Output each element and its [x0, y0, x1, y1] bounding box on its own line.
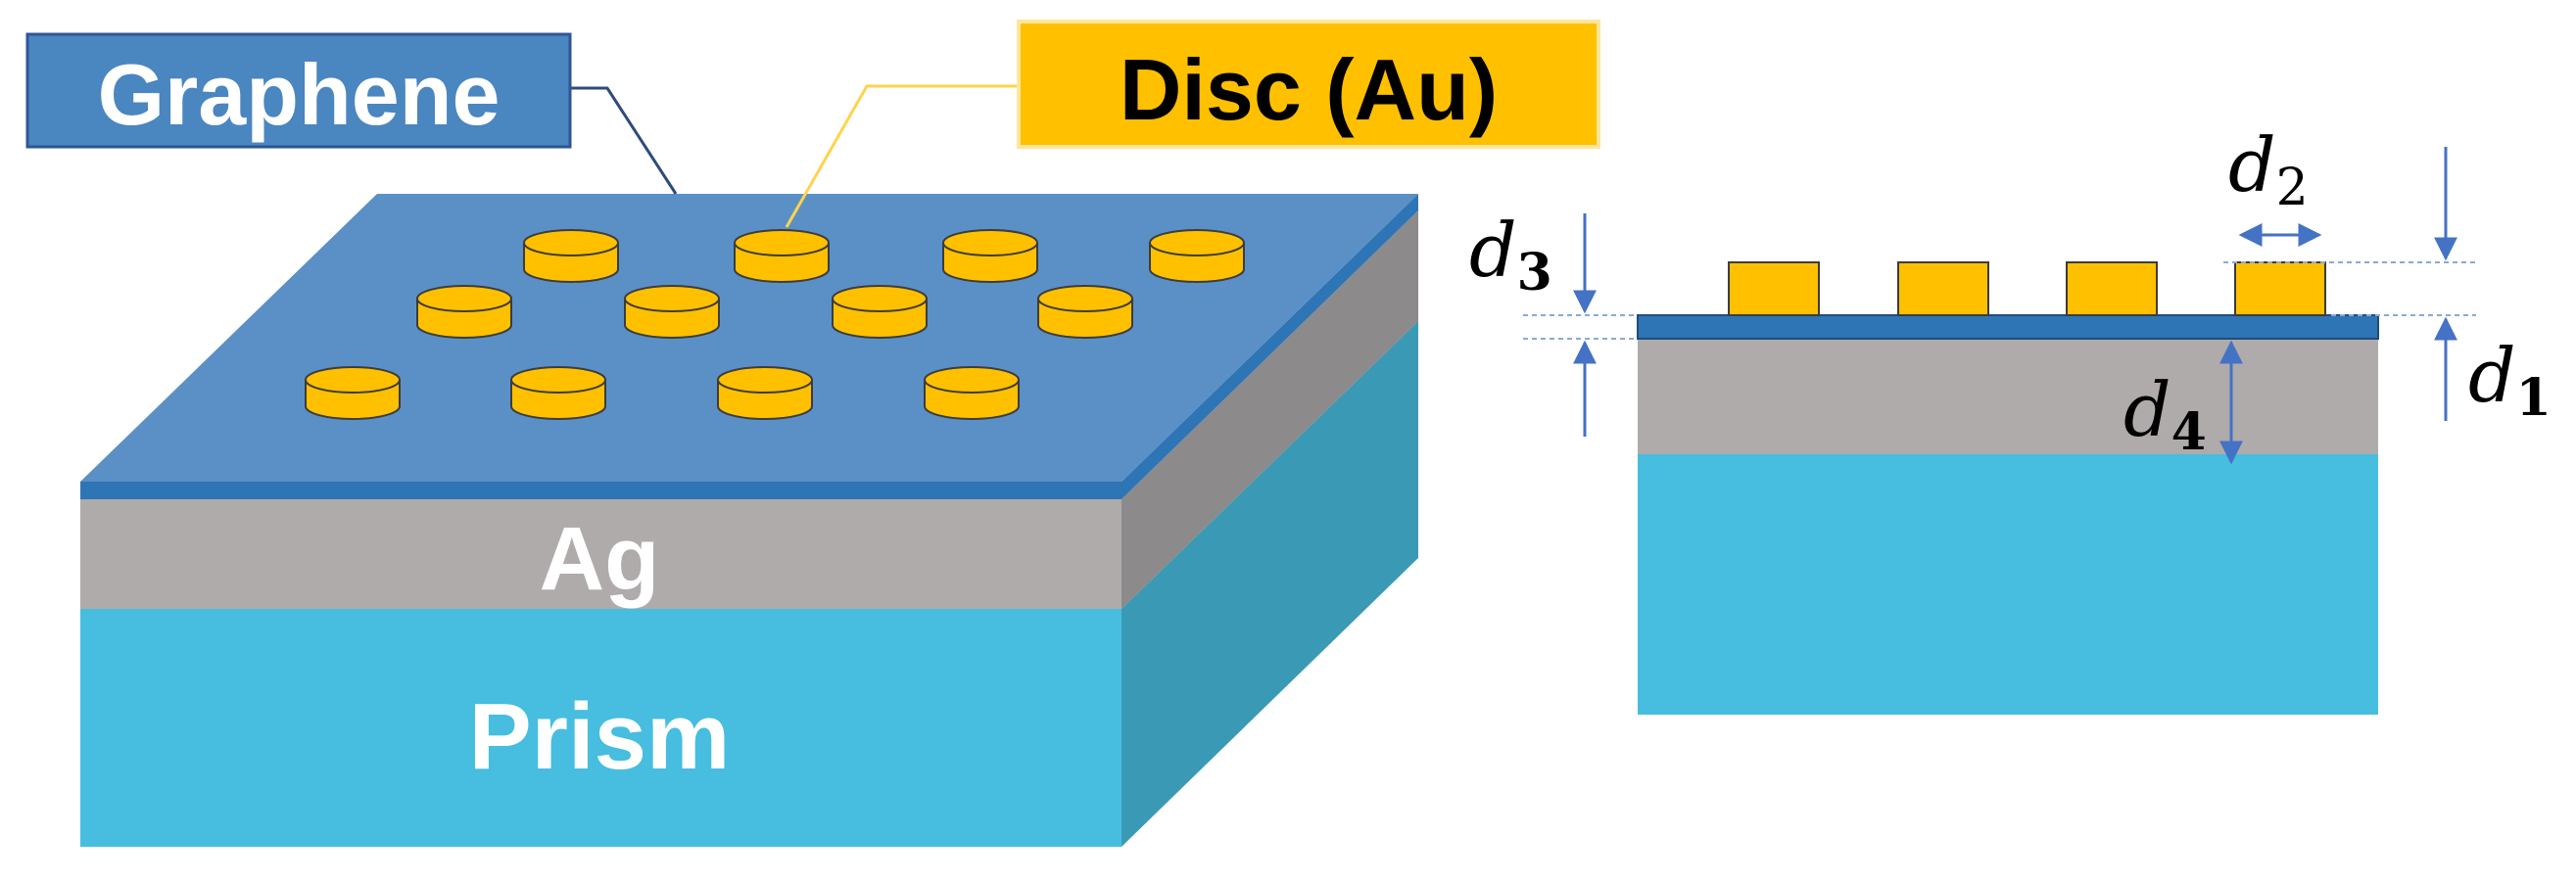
gold-disc	[942, 229, 1038, 283]
cs-gold-disc	[2234, 261, 2326, 316]
prism-front	[80, 609, 1121, 847]
gold-disc	[924, 366, 1020, 420]
prism-label: Prism	[469, 684, 731, 789]
cs-graphene-layer	[1637, 314, 2379, 340]
gold-disc	[1149, 229, 1245, 283]
cs-guide-lines	[1523, 261, 2476, 340]
graphene-top-face	[80, 194, 1418, 482]
d4-label: d4	[2123, 366, 2207, 462]
graphene-leader-line	[570, 86, 678, 195]
graphene-label-box	[25, 32, 572, 149]
ag-layer-front	[80, 499, 1121, 609]
gold-disc	[416, 285, 512, 339]
cs-gold-discs	[1728, 261, 2326, 316]
disc-label-box	[1017, 20, 1600, 149]
gold-disc	[734, 229, 830, 283]
d2-label: d2	[2228, 121, 2309, 217]
disc-leader-line	[785, 84, 1019, 228]
disc-label: Disc (Au)	[1120, 41, 1498, 138]
block-3d: Ag Prism	[80, 194, 1418, 847]
gold-disc-array	[305, 229, 1245, 420]
cs-ag-layer	[1638, 339, 2378, 454]
gold-disc	[510, 366, 606, 420]
gold-disc	[523, 229, 619, 283]
graphene-front-edge	[80, 482, 1121, 499]
graphene-label: Graphene	[98, 46, 501, 143]
cs-gold-disc	[1728, 261, 1820, 316]
gold-disc	[305, 366, 401, 420]
graphene-side-edge	[1121, 194, 1418, 499]
cs-gold-disc	[1897, 261, 1989, 316]
gold-disc	[1037, 285, 1133, 339]
cs-gold-disc	[2066, 261, 2158, 316]
prism-side-face	[1121, 321, 1418, 847]
ag-side-face	[1121, 210, 1418, 609]
d1-label: d1	[2468, 332, 2552, 428]
gold-disc	[832, 285, 928, 339]
gold-disc	[624, 285, 720, 339]
ag-label: Ag	[540, 509, 660, 609]
gold-disc	[717, 366, 813, 420]
graphene-callout: Graphene	[25, 32, 678, 195]
cross-section: d1 d2 d3 d4	[1469, 121, 2552, 715]
d3-label: d3	[1469, 207, 1552, 302]
disc-callout: Disc (Au)	[785, 20, 1600, 228]
cs-prism	[1638, 454, 2378, 715]
